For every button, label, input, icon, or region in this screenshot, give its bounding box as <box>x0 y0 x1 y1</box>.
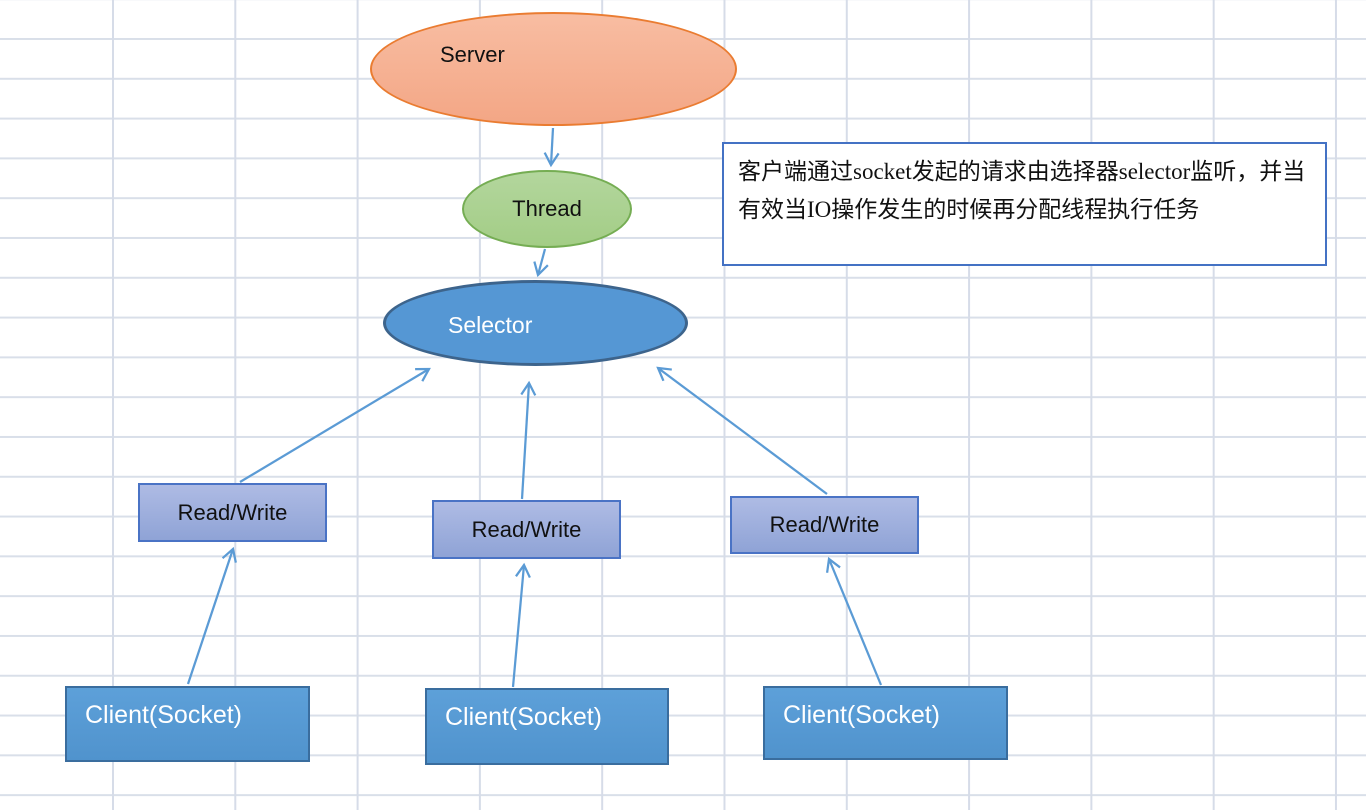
selector-label: Selector <box>448 312 533 338</box>
server-label: Server <box>440 42 505 67</box>
server-node[interactable]: Server <box>370 12 737 126</box>
client-socket-node-3[interactable]: Client(Socket) <box>763 686 1008 760</box>
read-write-node-3[interactable]: Read/Write <box>730 496 919 554</box>
read-write-node-2[interactable]: Read/Write <box>432 500 621 559</box>
annotation-text: 客户端通过socket发起的请求由选择器selector监听，并当有效当IO操作… <box>738 159 1306 222</box>
client-socket-label-2: Client(Socket) <box>445 703 602 731</box>
selector-node[interactable]: Selector <box>383 280 688 366</box>
read-write-node-1[interactable]: Read/Write <box>138 483 327 542</box>
thread-label: Thread <box>512 196 582 221</box>
annotation-text-box[interactable]: 客户端通过socket发起的请求由选择器selector监听，并当有效当IO操作… <box>722 142 1327 266</box>
read-write-label-2: Read/Write <box>471 516 582 542</box>
thread-node[interactable]: Thread <box>462 170 632 248</box>
client-socket-node-1[interactable]: Client(Socket) <box>65 686 310 762</box>
read-write-label-1: Read/Write <box>177 499 288 525</box>
client-socket-label-3: Client(Socket) <box>783 701 940 729</box>
read-write-label-3: Read/Write <box>769 512 880 537</box>
client-socket-label-1: Client(Socket) <box>85 701 242 729</box>
client-socket-node-2[interactable]: Client(Socket) <box>425 688 669 765</box>
